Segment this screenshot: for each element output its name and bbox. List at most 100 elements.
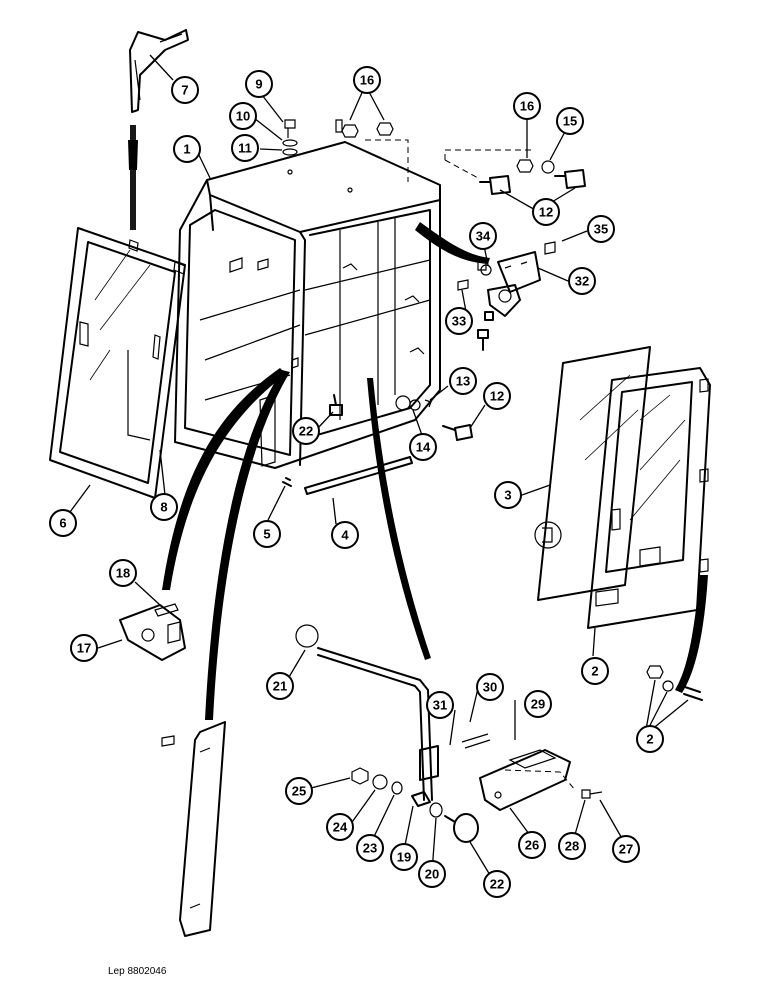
svg-text:23: 23 [363, 841, 377, 856]
svg-text:12: 12 [539, 205, 553, 220]
svg-text:21: 21 [273, 679, 287, 694]
callout-15: 15 [556, 107, 584, 135]
svg-text:25: 25 [292, 784, 306, 799]
callout-28: 28 [558, 832, 586, 860]
door-latch [461, 733, 603, 811]
svg-text:6: 6 [59, 516, 66, 531]
hinge-bracket [477, 251, 541, 351]
callout-33: 33 [445, 307, 473, 335]
band-handle [205, 370, 290, 720]
callout-25: 25 [285, 777, 313, 805]
svg-text:33: 33 [452, 314, 466, 329]
callout-12-mid: 12 [483, 382, 511, 410]
callout-26: 26 [518, 831, 546, 859]
callout-9: 9 [245, 70, 273, 98]
svg-text:12: 12 [490, 389, 504, 404]
callout-30: 30 [476, 673, 504, 701]
callout-7: 7 [171, 76, 199, 104]
callout-23: 23 [356, 834, 384, 862]
top-fasteners [335, 119, 586, 291]
right-door [587, 367, 711, 629]
callout-6: 6 [49, 509, 77, 537]
callout-31: 31 [426, 691, 454, 719]
callout-22-mid: 22 [292, 417, 320, 445]
svg-text:2: 2 [646, 732, 653, 747]
callout-32: 32 [568, 267, 596, 295]
bolt-washer-set [282, 119, 298, 156]
svg-text:31: 31 [433, 698, 447, 713]
band-right-door [675, 575, 708, 693]
svg-text:30: 30 [483, 680, 497, 695]
dashed-guide-top [365, 139, 535, 182]
svg-text:18: 18 [116, 566, 130, 581]
callout-18: 18 [109, 559, 137, 587]
svg-text:1: 1 [183, 142, 190, 157]
svg-text:8: 8 [160, 500, 167, 515]
callout-17: 17 [70, 634, 98, 662]
callout-27: 27 [612, 835, 640, 863]
striker-bolt-set [329, 394, 473, 441]
left-door [49, 227, 186, 499]
svg-text:10: 10 [236, 109, 250, 124]
svg-text:34: 34 [476, 229, 491, 244]
callout-22-bottom: 22 [483, 870, 511, 898]
svg-text:7: 7 [181, 83, 188, 98]
svg-text:19: 19 [397, 850, 411, 865]
seal-strip [304, 456, 413, 495]
band-rod [367, 378, 431, 660]
drawing-reference: Lep 8802046 [108, 966, 167, 977]
svg-text:22: 22 [299, 424, 313, 439]
callout-35: 35 [587, 215, 615, 243]
svg-text:11: 11 [238, 141, 252, 156]
door-glass-panel [534, 346, 651, 601]
grab-handle [161, 721, 226, 937]
callout-1: 1 [173, 135, 201, 163]
callout-14: 14 [409, 433, 437, 461]
svg-text:26: 26 [525, 838, 539, 853]
callout-3: 3 [494, 481, 522, 509]
rear-lead-band [415, 222, 490, 264]
callout-4: 4 [331, 521, 359, 549]
callout-16-top: 16 [353, 66, 381, 94]
svg-text:29: 29 [531, 697, 545, 712]
callout-16-right: 16 [513, 92, 541, 120]
svg-text:27: 27 [619, 842, 633, 857]
callout-20: 20 [418, 860, 446, 888]
svg-text:5: 5 [263, 527, 270, 542]
callout-8: 8 [150, 493, 178, 521]
svg-text:16: 16 [360, 73, 374, 88]
callout-21: 21 [266, 672, 294, 700]
right-door-fasteners [646, 665, 703, 701]
door-hinge-plate [119, 603, 186, 661]
callout-10: 10 [229, 102, 257, 130]
svg-text:32: 32 [575, 274, 589, 289]
callout-12-top: 12 [532, 198, 560, 226]
svg-text:13: 13 [456, 374, 470, 389]
svg-text:20: 20 [425, 867, 439, 882]
latch-rod [295, 624, 439, 801]
callout-2-bolts: 2 [636, 725, 664, 753]
svg-text:17: 17 [77, 641, 91, 656]
cab-frame [174, 141, 441, 469]
knob-and-washers [351, 767, 479, 843]
svg-text:16: 16 [520, 99, 534, 114]
svg-text:35: 35 [594, 222, 608, 237]
svg-text:24: 24 [333, 820, 348, 835]
callout-34: 34 [469, 222, 497, 250]
callout-19: 19 [390, 843, 418, 871]
svg-text:2: 2 [591, 664, 598, 679]
door-stay-arm [129, 29, 189, 113]
svg-text:15: 15 [563, 114, 577, 129]
svg-text:14: 14 [416, 440, 431, 455]
callout-11: 11 [231, 134, 259, 162]
pin [282, 477, 292, 487]
callout-13: 13 [449, 367, 477, 395]
svg-text:28: 28 [565, 839, 579, 854]
svg-text:22: 22 [490, 877, 504, 892]
callout-5: 5 [253, 520, 281, 548]
callout-24: 24 [326, 813, 354, 841]
callout-29: 29 [524, 690, 552, 718]
callout-2-door: 2 [581, 657, 609, 685]
svg-text:3: 3 [504, 488, 511, 503]
